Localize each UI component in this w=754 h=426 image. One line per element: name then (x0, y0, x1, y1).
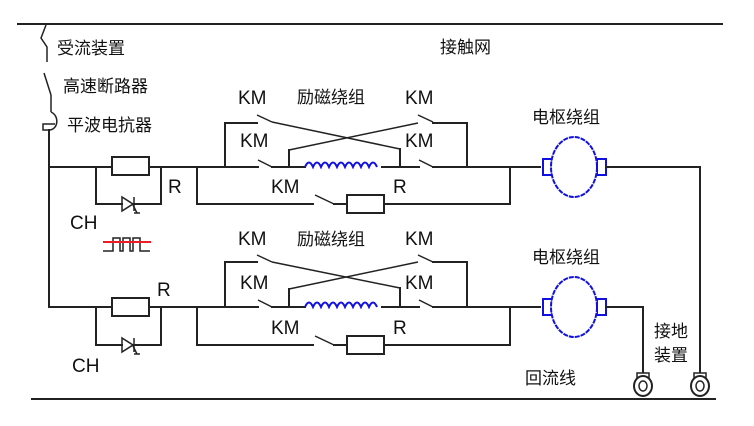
lower-resistor-bypass (346, 335, 385, 355)
lower-cross-1 (271, 261, 401, 289)
lower-ch-loop-2 (133, 306, 162, 346)
upper-km-switch-upper-left (256, 114, 273, 123)
lower-km-switch-upper-right (417, 254, 434, 263)
upper-top-loop-left (224, 122, 258, 168)
upper-km-switch-lower-right (418, 159, 434, 168)
upper-bypass-wire (196, 166, 314, 205)
upper-cross-2 (288, 122, 419, 151)
lower-ch-label: CH (72, 356, 99, 377)
lower-km-switch-lower-right (418, 299, 434, 308)
upper-thyristor-icon (121, 195, 140, 214)
upper-km-label-2: KM (240, 131, 269, 152)
lower-armature-icon (542, 276, 607, 338)
lower-resistor-ch (111, 297, 150, 317)
upper-km-switch-lower-left (257, 159, 273, 168)
upper-resistor-ch (111, 156, 150, 176)
upper-km-label-3: KM (405, 88, 434, 109)
upper-branch: R CH KM R KM KM KM KM 励磁绕组 (48, 88, 701, 379)
upper-resistor-bypass (346, 194, 385, 214)
pantograph-icon (40, 24, 48, 55)
upper-km-label-1: KM (238, 88, 267, 109)
upper-ch-loop (95, 166, 123, 205)
upper-km-bypass-switch (314, 194, 335, 205)
lower-field-winding-icon (304, 301, 378, 310)
upper-return-wire (605, 166, 701, 379)
lower-armature-label: 电枢绕组 (532, 248, 600, 268)
return-line-label: 回流线 (525, 369, 576, 389)
high-speed-breaker-label: 高速断路器 (63, 77, 148, 97)
smoothing-reactor-label: 平波电抗器 (67, 116, 152, 136)
lower-return-wire (605, 306, 644, 379)
lower-thyristor-icon (121, 336, 140, 355)
upper-armature-label: 电枢绕组 (532, 108, 600, 128)
upper-cross-1 (271, 121, 401, 150)
lower-cross-2 (288, 261, 419, 290)
upper-km-label-4: KM (405, 131, 434, 152)
upper-field-winding-icon (304, 161, 378, 170)
lower-r-bypass-label: R (393, 318, 407, 339)
lower-top-loop-right (432, 261, 468, 308)
upper-km-switch-upper-right (417, 114, 434, 123)
chopper-symbol-icon (103, 237, 151, 252)
upper-r-bypass-label: R (393, 177, 407, 198)
lower-km-switch-upper-left (256, 254, 273, 263)
lower-top-loop-left (224, 261, 258, 308)
upper-r-label-ch: R (168, 177, 182, 198)
smoothing-reactor-icon (42, 111, 58, 131)
catenary-label: 接触网 (440, 38, 491, 58)
grounding-device-label-2: 装置 (654, 346, 688, 366)
upper-top-loop-right (432, 122, 468, 168)
grounding-device-icon-1 (633, 372, 653, 397)
upper-bypass-wire-3 (383, 166, 511, 205)
upper-armature-icon (542, 136, 607, 198)
grounding-device-icon-2 (690, 372, 710, 397)
lower-km-label-1: KM (238, 229, 267, 250)
upper-ch-loop-2 (133, 166, 162, 205)
upper-field-winding-label: 励磁绕组 (297, 88, 365, 108)
lower-ch-loop (95, 306, 123, 346)
lower-km-label-3: KM (405, 229, 434, 250)
pantograph-label: 受流装置 (57, 39, 125, 59)
lower-km-bypass-label: KM (271, 318, 300, 339)
lower-km-label-4: KM (405, 273, 434, 294)
lower-km-bypass-switch (314, 335, 335, 346)
lower-r-label-ch: R (157, 280, 171, 301)
lower-branch: R CH KM R KM KM KM KM 励磁绕组 电 (48, 229, 644, 379)
grounding-device-label-1: 接地 (654, 322, 688, 342)
upper-km-bypass-label: KM (271, 177, 300, 198)
lower-bypass-wire (196, 306, 314, 346)
lower-km-label-2: KM (240, 273, 269, 294)
breaker-switch-icon (43, 72, 52, 96)
upper-ch-label: CH (70, 213, 97, 234)
lower-field-winding-label: 励磁绕组 (297, 230, 365, 250)
lower-bypass-wire-3 (383, 306, 511, 346)
lower-km-switch-lower-left (257, 299, 273, 308)
